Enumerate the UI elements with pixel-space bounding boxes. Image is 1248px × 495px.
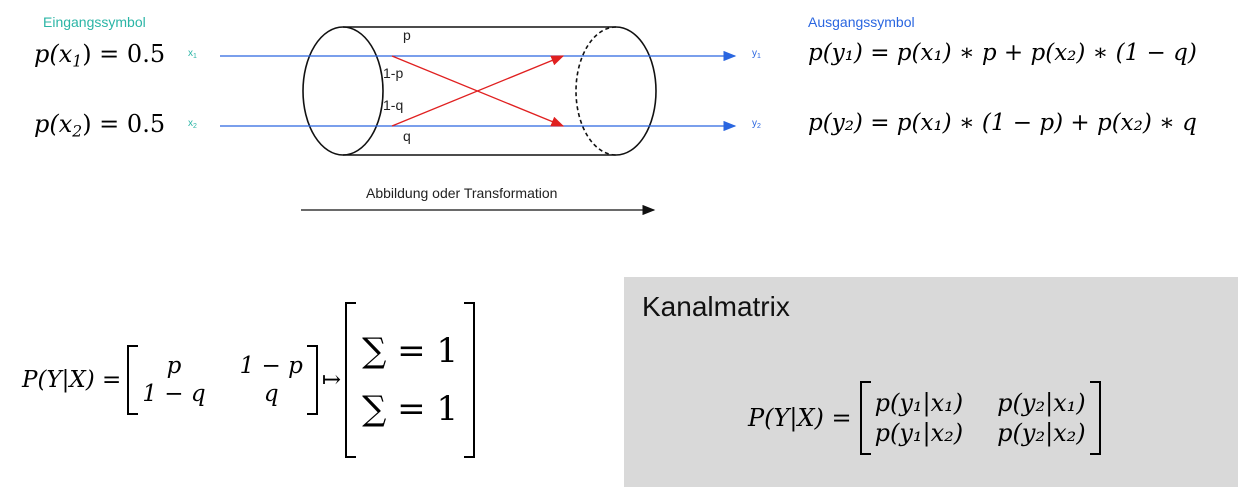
kanalmatrix-equation: P(Y|X) = p(y₁|x₁) p(y₂|x₁) p(y₁|x₂) p(y₂… [748, 381, 1101, 455]
matrix-cell: p [166, 353, 182, 379]
kanalmatrix-title: Kanalmatrix [642, 291, 790, 322]
transition-label-q: q [403, 128, 411, 144]
input-heading: Eingangssymbol [43, 14, 146, 30]
output-formula-y2: p(y₂) = p(x₁) ∗ (1 − p) + p(x₂) ∗ q [808, 110, 1197, 136]
matrix-cell: 1 − p [239, 353, 303, 379]
input-symbol-x1: x1 [188, 48, 197, 61]
row-sum-1: ∑ = 1 [362, 331, 459, 371]
output-formula-y1: p(y₁) = p(x₁) ∗ p + p(x₂) ∗ (1 − q) [808, 40, 1197, 66]
transition-matrix: p 1 − p 1 − q q [127, 345, 318, 415]
transformation-caption: Abbildung oder Transformation [366, 185, 558, 201]
matrix-cell: 1 − q [142, 381, 206, 407]
channel-cylinder [302, 26, 657, 156]
transition-matrix-equation: P(Y|X) = p 1 − p 1 − q q ↦ ∑ = 1 ∑ = 1 [22, 300, 476, 460]
matrix-cell: p(y₁|x₂) [874, 419, 964, 447]
input-prob-x2: p(x2) = 0.5 [34, 110, 166, 141]
row-sum-2: ∑ = 1 [362, 389, 459, 429]
transition-label-1-q: 1-q [383, 97, 404, 113]
input-symbol-x2: x2 [188, 118, 197, 131]
row-sum-matrix: ∑ = 1 ∑ = 1 [345, 302, 476, 458]
kanalmatrix: p(y₁|x₁) p(y₂|x₁) p(y₁|x₂) p(y₂|x₂) [859, 381, 1101, 455]
cross-line-x2-y1 [391, 55, 565, 127]
output-symbol-y2: y2 [752, 118, 761, 131]
matrix-cell: p(y₂|x₂) [997, 419, 1086, 447]
maps-to-symbol: ↦ [321, 367, 342, 393]
output-heading: Ausgangssymbol [808, 14, 915, 30]
transition-label-p: p [403, 27, 411, 43]
output-symbol-y1: y1 [752, 48, 761, 61]
matrix-cell: p(y₂|x₁) [997, 389, 1086, 417]
channel-diagram [220, 26, 737, 216]
input-prob-x1: p(x1) = 0.5 [34, 40, 166, 71]
kanalmatrix-panel: Kanalmatrix P(Y|X) = p(y₁|x₁) p(y₂|x₁) p… [624, 277, 1238, 487]
transition-label-1-p: 1-p [383, 65, 404, 81]
transition-matrix-lhs: P(Y|X) = [22, 367, 122, 393]
kanalmatrix-lhs: P(Y|X) = [748, 404, 852, 432]
matrix-cell: p(y₁|x₁) [874, 389, 964, 417]
matrix-cell: q [263, 381, 279, 407]
